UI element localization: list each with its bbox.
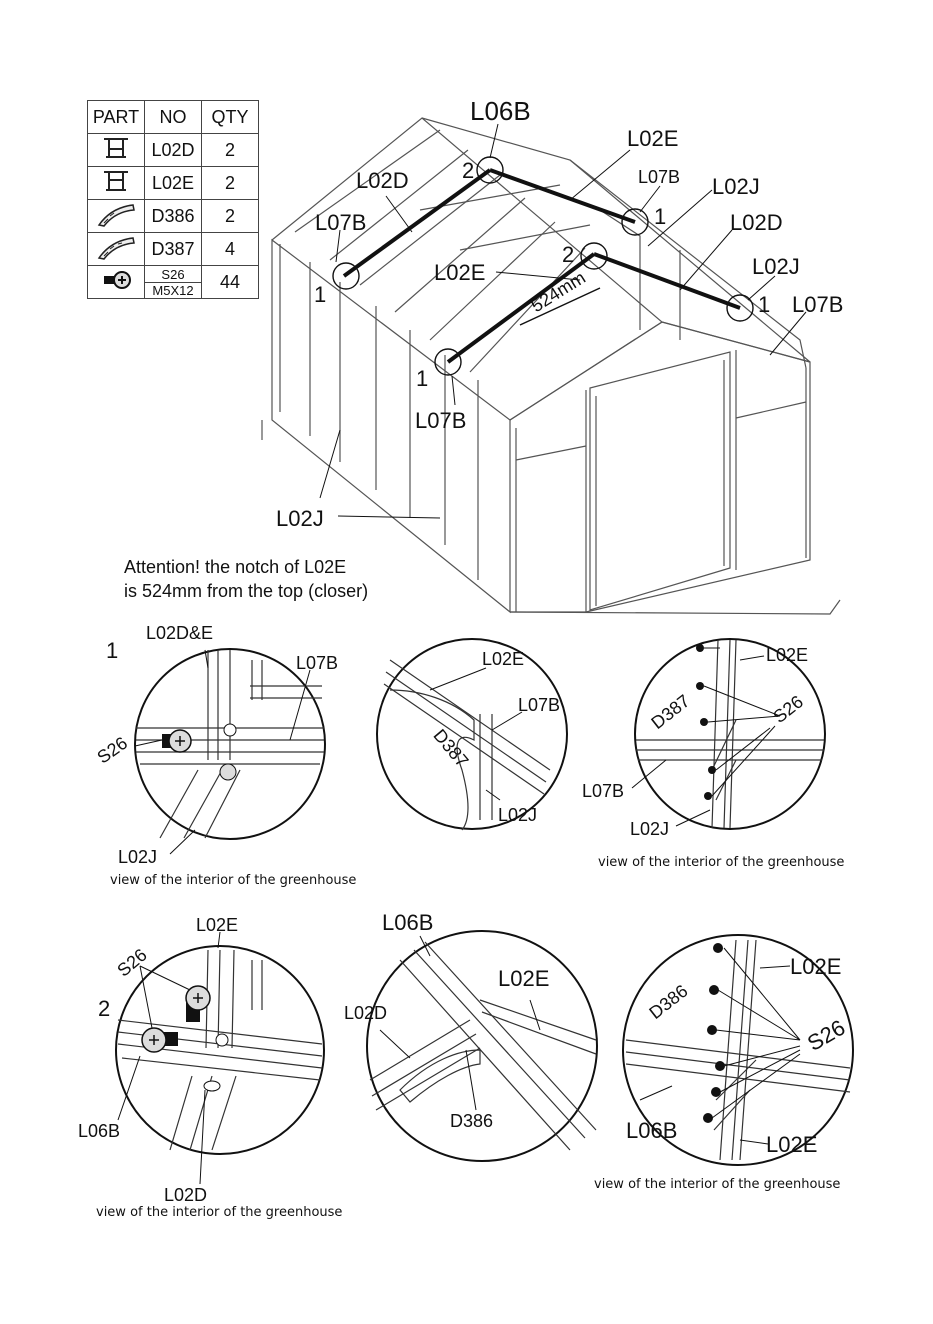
greenhouse-frame	[261, 117, 841, 615]
attention-note-line2: is 524mm from the top (closer)	[124, 581, 369, 601]
roof-bars	[342, 168, 741, 364]
connection-circle	[621, 208, 649, 236]
part-number-bottom: M5X12	[145, 281, 201, 298]
label-l02j: L02J	[630, 819, 670, 839]
label-l06b: L06B	[78, 1121, 121, 1141]
caption: view of the interior of the greenhouse	[594, 1177, 841, 1192]
label-l07b: L07B	[315, 210, 367, 235]
label-d386: D386	[450, 1111, 494, 1131]
connection-circle	[332, 262, 360, 290]
detail-circle-2b	[366, 930, 598, 1162]
connection-circle	[580, 242, 608, 270]
bracket-icon	[87, 199, 145, 233]
label-l06b: L06B	[382, 910, 434, 935]
step-number: 1	[416, 366, 429, 391]
step-number: 1	[106, 638, 119, 663]
leader-lines	[319, 123, 807, 519]
label-l02e: L02E	[766, 1132, 818, 1157]
label-l02d-e: L02D&E	[146, 623, 214, 643]
caption: view of the interior of the greenhouse	[110, 873, 357, 888]
label-l07b: L07B	[518, 695, 561, 715]
connection-markers	[332, 156, 754, 376]
table-row: D386 2	[87, 199, 259, 233]
label-l02d: L02D	[356, 168, 409, 193]
label-l02e: L02E	[627, 126, 679, 151]
label-l02e: L02E	[766, 645, 809, 665]
label-l02j: L02J	[498, 805, 538, 825]
caption: view of the interior of the greenhouse	[96, 1205, 343, 1220]
label-l02j: L02J	[276, 506, 324, 531]
label-l02e: L02E	[498, 966, 550, 991]
connection-circle	[434, 348, 462, 376]
step-number: 2	[462, 158, 475, 183]
part-number-top: S26	[161, 266, 185, 282]
table-header-row: PART NO QTY	[87, 100, 259, 134]
label-l02e: L02E	[790, 954, 842, 979]
label-l02e: L02E	[434, 260, 486, 285]
detail-circle-2c	[622, 934, 854, 1166]
connection-circle	[726, 294, 754, 322]
channel-profile-icon	[87, 133, 145, 167]
label-l02d: L02D	[730, 210, 783, 235]
step-number: 1	[654, 204, 667, 229]
parts-table: PART NO QTY L02D 2 L02E 2 D386 2 D387 4	[87, 100, 259, 299]
label-l07b: L07B	[582, 781, 625, 801]
table-row: S26 M5X12 44	[87, 265, 259, 299]
detail-circle-1a	[134, 648, 326, 855]
label-l02d: L02D	[344, 1003, 388, 1023]
step-number: 2	[98, 996, 111, 1021]
label-l02d: L02D	[164, 1185, 208, 1205]
detail-circle-1c	[631, 638, 826, 830]
label-l07b: L07B	[792, 292, 844, 317]
header-no: NO	[144, 100, 202, 134]
label-l07b: L07B	[415, 408, 467, 433]
part-qty: 44	[201, 265, 259, 299]
label-l07b: L07B	[296, 653, 339, 673]
part-number: D387	[144, 232, 202, 266]
detail-circle-2a	[115, 931, 325, 1185]
label-l02j: L02J	[712, 174, 760, 199]
step-number: 2	[562, 242, 575, 267]
label-l02e: L02E	[482, 649, 525, 669]
part-number: S26 M5X12	[144, 265, 202, 299]
detail-circle-1b	[376, 638, 568, 831]
attention-note-line1: Attention! the notch of L02E	[124, 557, 347, 577]
label-l02e: L02E	[196, 915, 239, 935]
part-qty: 4	[201, 232, 259, 266]
label-l07b: L07B	[638, 167, 681, 187]
step-number: 1	[314, 282, 327, 307]
channel-profile-icon	[87, 166, 145, 200]
label-l06b: L06B	[626, 1118, 678, 1143]
label-l02j: L02J	[118, 847, 158, 867]
label-l06b: L06B	[470, 96, 531, 126]
header-part: PART	[87, 100, 145, 134]
screw-icon	[87, 265, 145, 299]
step-number: 1	[758, 292, 771, 317]
label-l02j: L02J	[752, 254, 800, 279]
caption: view of the interior of the greenhouse	[598, 855, 845, 870]
